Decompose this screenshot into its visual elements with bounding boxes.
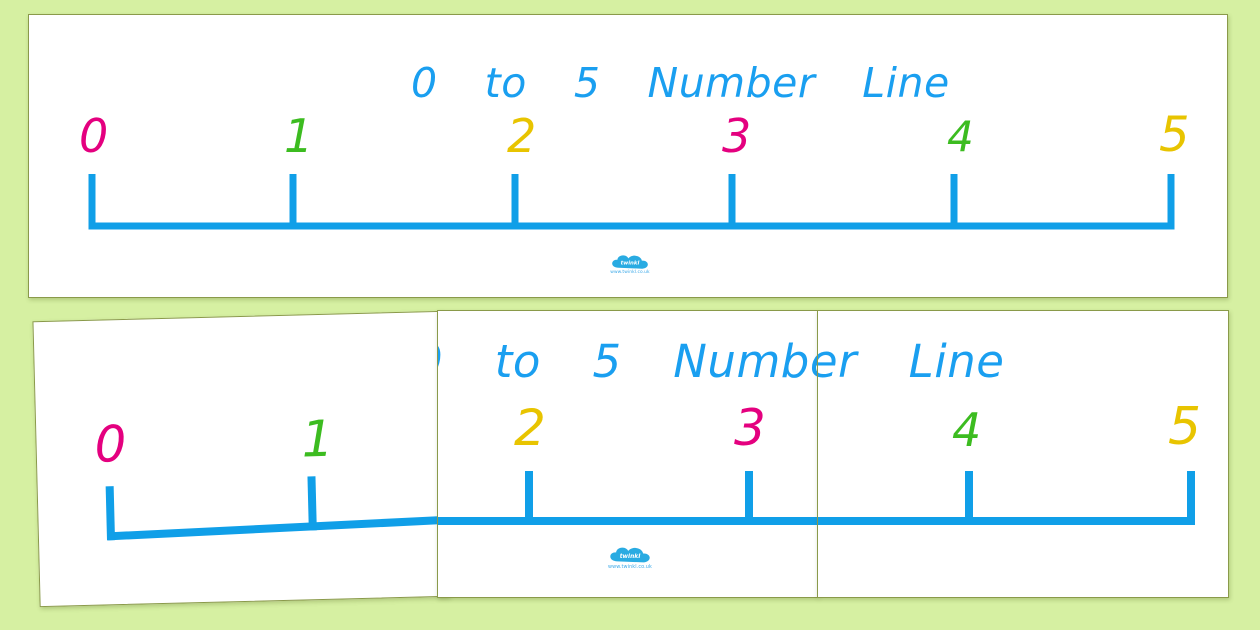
number-label-4: 4	[947, 112, 974, 161]
poster-card-bottom-right[interactable]: 0 to 5 Number Line 4 5	[817, 310, 1229, 598]
number-label-3: 3	[722, 109, 752, 163]
poster-title-tail: 0 to 5 Number Line	[818, 335, 1005, 388]
svg-text:twinkl: twinkl	[621, 261, 640, 267]
poster-card-bottom-middle[interactable]: 0 to 5 Number Line 2 3 twinkl www.twinkl…	[437, 310, 818, 598]
poster-title: 0 to 5 Number Line	[438, 335, 817, 388]
number-label-0: 0	[93, 414, 128, 474]
poster-card-bottom-left[interactable]: 0 1	[32, 310, 450, 608]
poster-card-top[interactable]: 0 to 5 Number Line 0 1 2 3 4 5 twinkl ww…	[28, 14, 1228, 298]
logo-url: www.twinkl.co.uk	[608, 564, 652, 570]
logo-url: www.twinkl.co.uk	[610, 270, 650, 275]
twinkl-logo[interactable]: twinkl www.twinkl.co.uk	[608, 546, 652, 570]
svg-text:twinkl: twinkl	[620, 553, 642, 560]
number-label-5: 5	[1168, 397, 1202, 457]
twinkl-logo[interactable]: twinkl www.twinkl.co.uk	[610, 254, 650, 275]
poster-card-bottom-left-wrapper: 0 1	[32, 310, 450, 608]
number-label-1: 1	[300, 409, 335, 469]
number-label-0: 0	[79, 109, 109, 163]
number-label-2: 2	[514, 399, 546, 457]
number-label-3: 3	[734, 399, 766, 457]
number-label-1: 1	[284, 109, 314, 163]
cloud-icon: twinkl	[610, 547, 650, 563]
number-label-2: 2	[507, 109, 537, 163]
cloud-icon: twinkl	[612, 255, 648, 269]
number-label-4: 4	[952, 403, 982, 457]
number-label-5: 5	[1159, 107, 1190, 163]
poster-title: 0 to 5 Number Line	[411, 59, 950, 107]
